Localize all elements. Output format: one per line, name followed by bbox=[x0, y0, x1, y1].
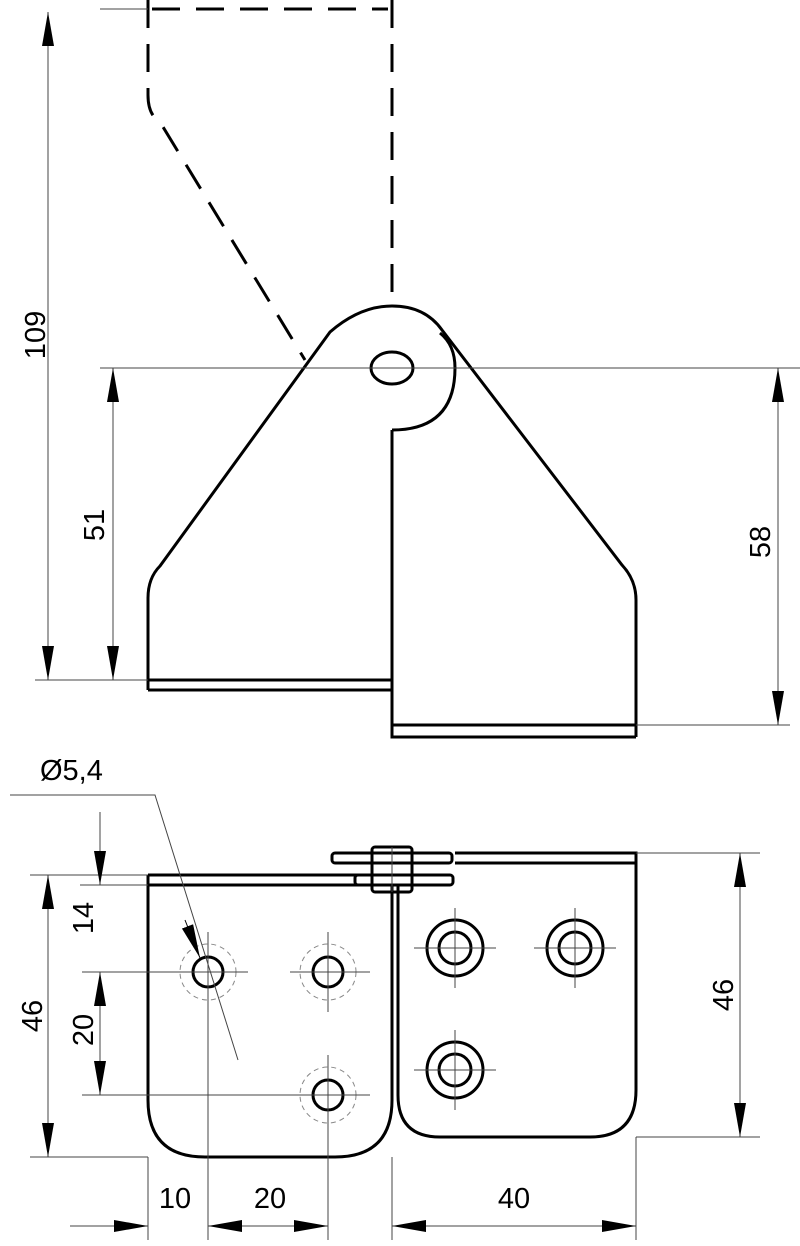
left-leaf-front-view bbox=[146, 873, 394, 1159]
dim-plate-height-left: 46 bbox=[17, 1000, 49, 1032]
right-leaf-front-view bbox=[396, 851, 638, 1139]
dim-pivot-height-left: 51 bbox=[79, 509, 111, 541]
dim-hole-horizontal-spacing: 20 bbox=[254, 1183, 286, 1215]
dim-plate-height-right: 46 bbox=[708, 979, 740, 1011]
front-view-dimensions bbox=[10, 794, 760, 1240]
countersunk-holes-right bbox=[414, 908, 616, 1110]
dim-plate-width-right: 40 bbox=[498, 1183, 530, 1215]
hinge-knuckle bbox=[330, 845, 455, 894]
left-leaf-side-view bbox=[146, 304, 393, 692]
dim-hole-top-offset: 14 bbox=[68, 902, 100, 934]
dim-overall-height: 109 bbox=[20, 311, 52, 359]
right-leaf-side-view bbox=[390, 304, 638, 739]
dim-pivot-height-right: 58 bbox=[745, 526, 777, 558]
dim-hole-diameter: Ø5,4 bbox=[40, 755, 103, 787]
countersunk-holes-left bbox=[82, 932, 370, 1240]
open-position-phantom bbox=[146, 0, 394, 361]
dim-hole-vertical-spacing: 20 bbox=[68, 1014, 100, 1046]
dim-hole-edge-offset: 10 bbox=[159, 1183, 191, 1215]
side-view-dimensions bbox=[35, 8, 800, 726]
